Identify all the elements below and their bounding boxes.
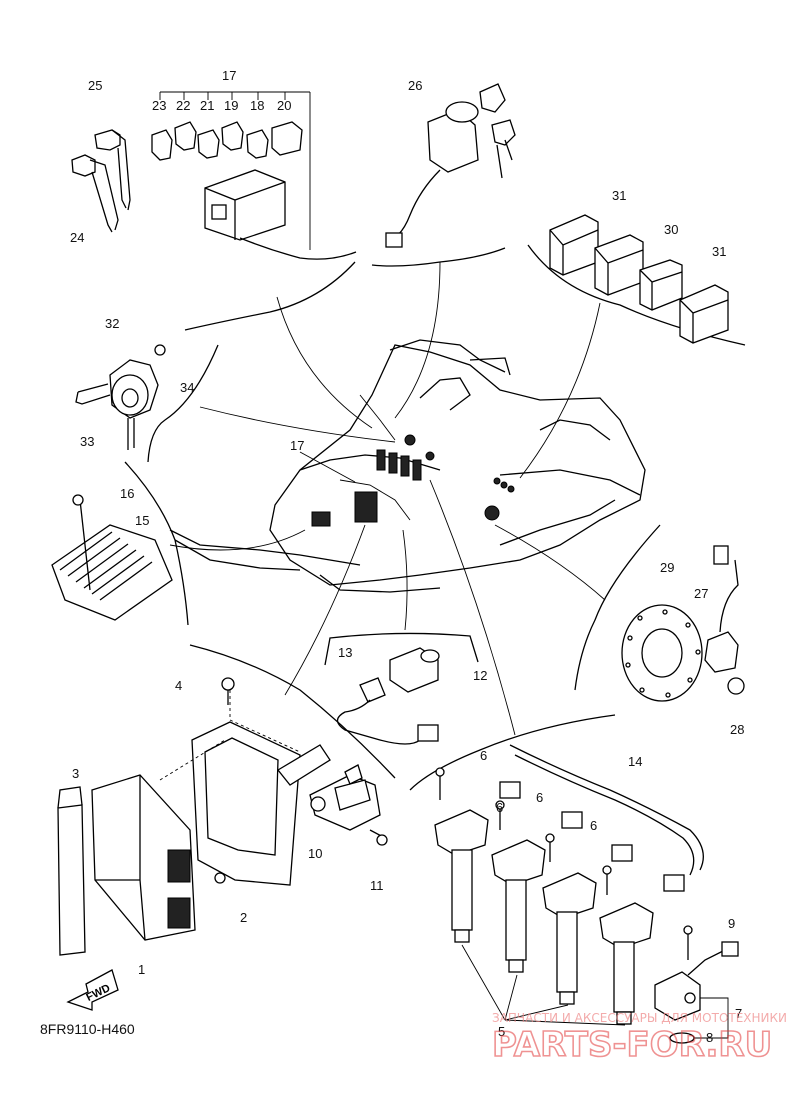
callout-26: 26 xyxy=(408,78,422,93)
callout-7: 7 xyxy=(735,1006,742,1021)
callout-labels: 17 25 23 22 21 19 18 20 26 24 31 30 31 3… xyxy=(70,68,744,1045)
callout-20: 20 xyxy=(277,98,291,113)
callout-12: 12 xyxy=(473,668,487,683)
temperature-sensor xyxy=(336,647,440,745)
callout-2: 2 xyxy=(240,910,247,925)
callout-6a: 6 xyxy=(480,748,487,763)
callout-32: 32 xyxy=(105,316,119,331)
callout-18: 18 xyxy=(250,98,264,113)
pickup-sensor xyxy=(75,344,166,450)
callout-21: 21 xyxy=(200,98,214,113)
watermark-tagline: ЗАПЧАСТИ И АКСЕССУАРЫ ДЛЯ МОТОТЕХНИКИ xyxy=(492,1011,787,1025)
ignition-coils xyxy=(434,744,704,1026)
callout-16: 16 xyxy=(120,486,134,501)
callout-11: 11 xyxy=(370,878,384,893)
callout-27: 27 xyxy=(694,586,708,601)
callout-4: 4 xyxy=(175,678,182,693)
callout-17b: 17 xyxy=(290,438,304,453)
callout-34: 34 xyxy=(180,380,194,395)
callout-31a: 31 xyxy=(612,188,626,203)
harness-clamps xyxy=(71,129,131,233)
speed-sensor xyxy=(654,925,739,1044)
zone-borders xyxy=(124,244,746,791)
callout-31b: 31 xyxy=(712,244,726,259)
ecu-assembly xyxy=(57,677,331,956)
callout-13: 13 xyxy=(338,645,352,660)
callout-24: 24 xyxy=(70,230,84,245)
callout-9: 9 xyxy=(728,916,735,931)
callout-17: 17 xyxy=(222,68,236,83)
rectifier-regulator xyxy=(51,494,173,621)
callout-6b: 6 xyxy=(496,800,503,815)
callout-29: 29 xyxy=(660,560,674,575)
callout-10: 10 xyxy=(308,846,322,861)
callout-5: 5 xyxy=(498,1024,505,1039)
callout-15: 15 xyxy=(135,513,149,528)
trigger-wheel xyxy=(621,545,745,702)
callout-19: 19 xyxy=(224,98,238,113)
callout-30: 30 xyxy=(664,222,678,237)
callout-22: 22 xyxy=(176,98,190,113)
callout-6d: 6 xyxy=(590,818,597,833)
central-components xyxy=(311,394,515,527)
callout-33: 33 xyxy=(80,434,94,449)
callout-3: 3 xyxy=(72,766,79,781)
callout-28: 28 xyxy=(730,722,744,737)
callout-1: 1 xyxy=(138,962,145,977)
relay-units xyxy=(549,214,729,344)
callout-14: 14 xyxy=(628,754,642,769)
watermark: ЗАПЧАСТИ И АКСЕССУАРЫ ДЛЯ МОТОТЕХНИКИ PA… xyxy=(491,1011,787,1066)
map-sensor xyxy=(309,764,388,846)
leader-lines xyxy=(169,261,606,736)
callout-8: 8 xyxy=(706,1030,713,1045)
diagram-code: 8FR9110-H460 xyxy=(40,1021,135,1037)
ignition-switch xyxy=(385,83,516,248)
callout-23: 23 xyxy=(152,98,166,113)
snowmobile-outline xyxy=(169,339,646,593)
callout-6c: 6 xyxy=(536,790,543,805)
watermark-brand: PARTS-FOR.RU xyxy=(492,1025,772,1065)
callout-25: 25 xyxy=(88,78,102,93)
fuse-box-assembly xyxy=(151,91,357,260)
forward-direction-arrow: FWD xyxy=(66,969,119,1011)
